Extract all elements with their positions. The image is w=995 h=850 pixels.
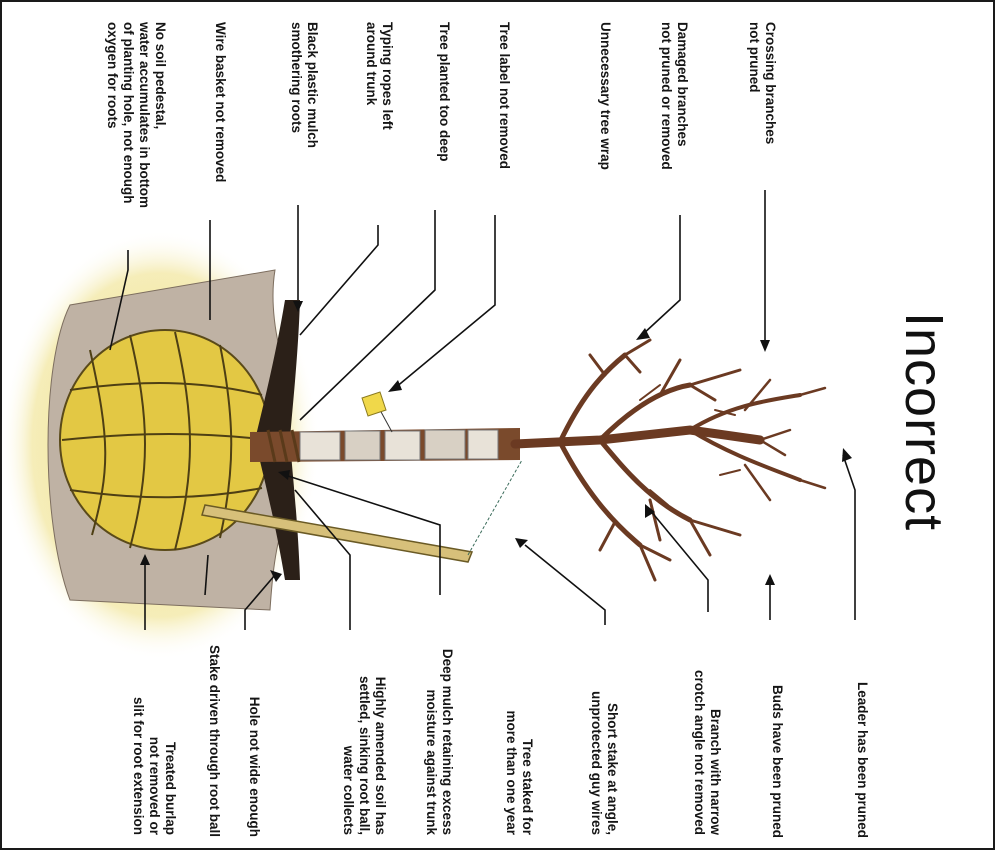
label-leader-pruned: Leader has been pruned bbox=[854, 638, 870, 838]
label-treated-burlap: Treated burlap not removed or slit for r… bbox=[130, 690, 178, 835]
label-buds-pruned: Buds have been pruned bbox=[769, 638, 785, 838]
label-wire-basket: Wire basket not removed bbox=[212, 22, 228, 182]
label-tying-ropes: Typing ropes left around trunk bbox=[363, 22, 395, 130]
label-narrow-crotch: Branch with narrow crotch angle not remo… bbox=[691, 620, 723, 835]
label-planted-too-deep: Tree planted too deep bbox=[436, 22, 452, 162]
diagram-title: Incorrect bbox=[893, 312, 955, 531]
label-short-stake: Short stake at angle, unprotected guy wi… bbox=[588, 635, 620, 835]
label-tree-label: Tree label not removed bbox=[496, 22, 512, 169]
label-staked-year: Tree staked for more than one year bbox=[503, 705, 535, 835]
tree-branches bbox=[515, 340, 825, 580]
label-black-plastic: Black plastic mulch smothering roots bbox=[288, 22, 320, 148]
label-no-soil-pedestal: No soil pedestal, water accumulates in b… bbox=[104, 22, 168, 208]
label-amended-soil: Highly amended soil has settled, sinking… bbox=[340, 635, 388, 835]
label-deep-mulch: Deep mulch retaining excess moisture aga… bbox=[423, 605, 455, 835]
tree-label-tag bbox=[362, 392, 392, 432]
label-hole-not-wide: Hole not wide enough bbox=[246, 642, 262, 837]
label-crossing-branches: Crossing branches not pruned bbox=[746, 22, 778, 144]
guy-wire bbox=[468, 460, 522, 555]
tree-wrap bbox=[300, 430, 498, 460]
label-unnecessary-wrap: Unnecessary tree wrap bbox=[597, 22, 613, 170]
label-stake-through: Stake driven through root ball bbox=[206, 602, 222, 837]
label-damaged-branches: Damaged branches not pruned or removed bbox=[658, 22, 690, 170]
